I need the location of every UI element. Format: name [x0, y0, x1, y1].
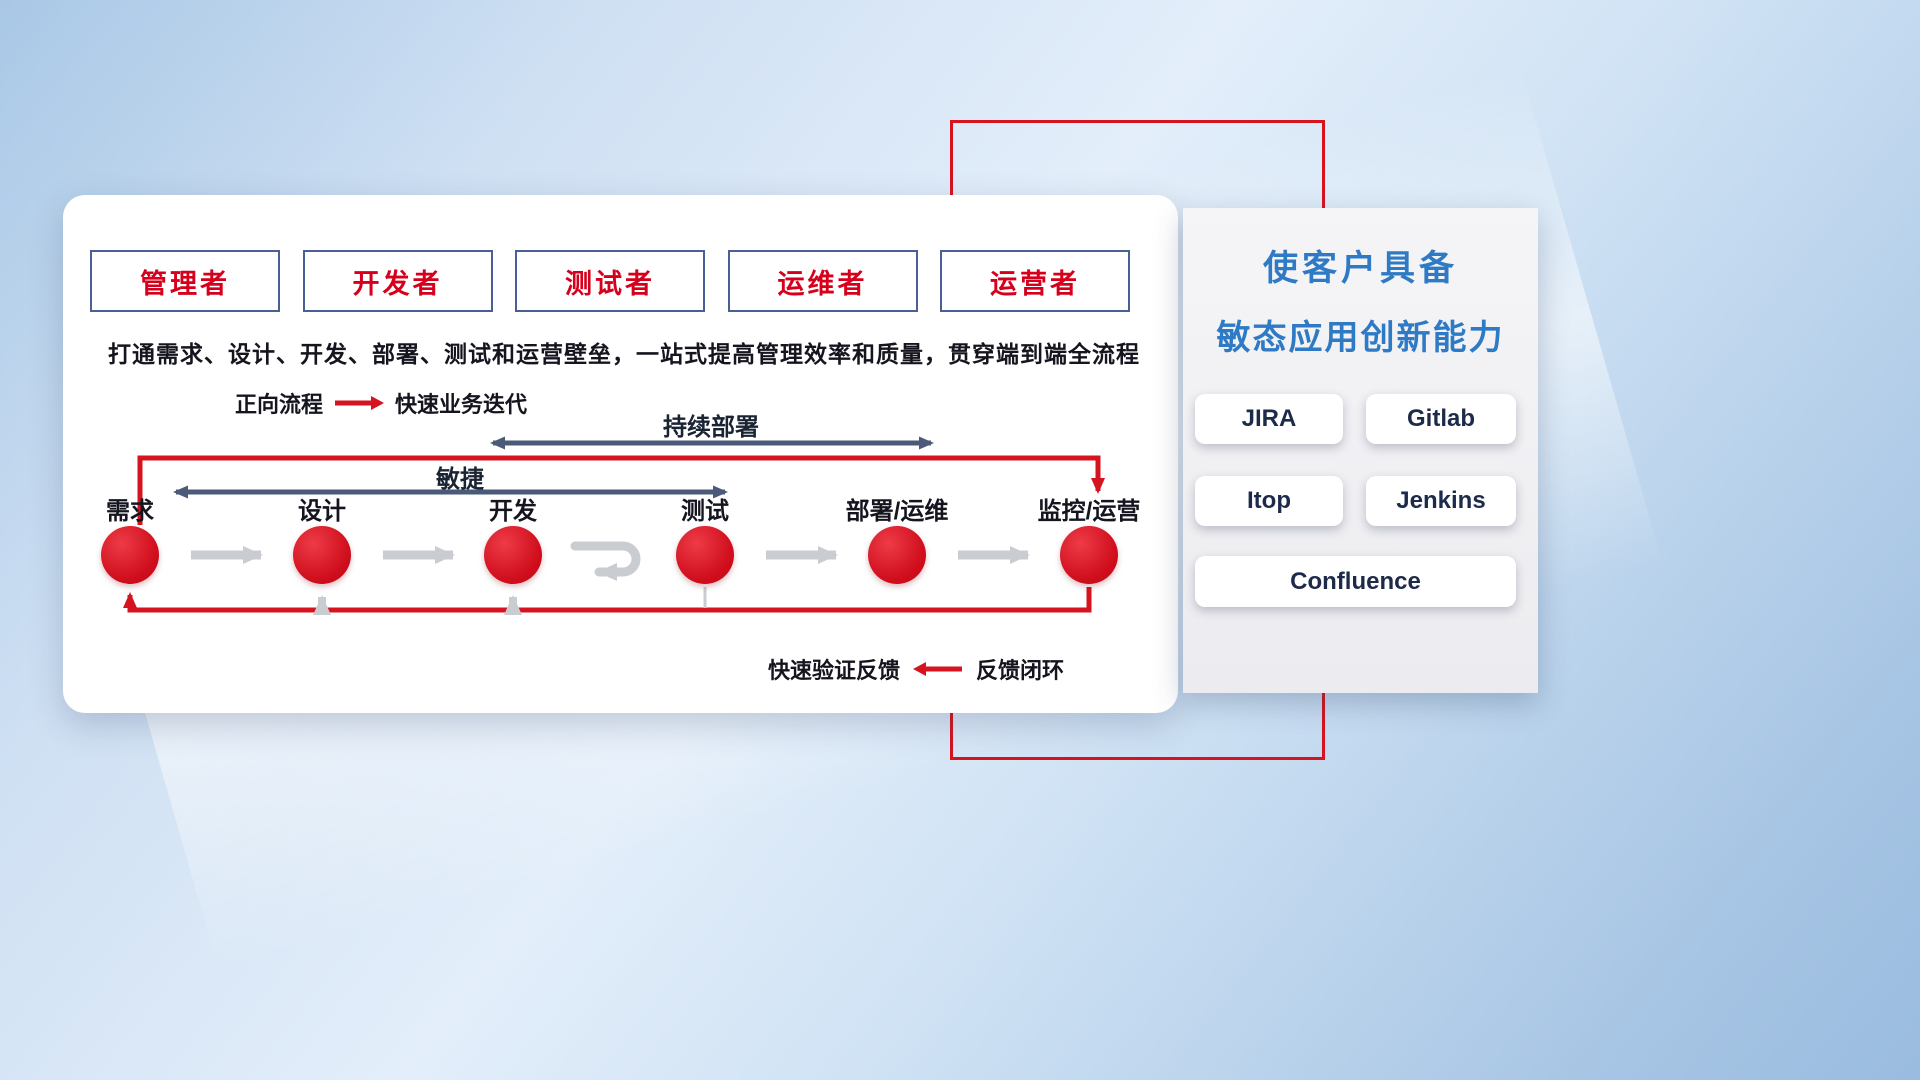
stage-node-develop: 开发 [443, 498, 583, 584]
feedback-loop-line [123, 587, 1092, 613]
role-label: 运维者 [777, 268, 868, 299]
forward-flow-label: 正向流程 [235, 392, 324, 417]
stage-circle [101, 526, 159, 584]
role-boxes-row: 管理者 开发者 测试者 运维者 运营者 [90, 250, 1130, 312]
tool-badge-itop: Itop [1195, 476, 1343, 526]
stage-circle [293, 526, 351, 584]
role-box-ops: 运维者 [727, 250, 918, 312]
stage-label: 需求 [106, 498, 154, 525]
panel-title-line2: 敏态应用创新能力 [1216, 319, 1505, 357]
feedback-arrow-icon [913, 662, 963, 676]
forward-loop-line [137, 455, 1105, 525]
stage-circle [1060, 526, 1118, 584]
tool-badge-gitlab: Gitlab [1366, 394, 1516, 444]
stage-node-deploy-ops: 部署/运维 [827, 498, 967, 584]
stage-circle [676, 526, 734, 584]
feedback-desc: 快速验证反馈 [768, 658, 901, 683]
stage-node-demand: 需求 [60, 498, 200, 584]
feedback-label: 反馈闭环 [976, 658, 1065, 683]
panel-title-line1: 使客户具备 [1262, 249, 1458, 288]
role-box-tester: 测试者 [515, 250, 705, 312]
stage-label: 测试 [681, 498, 729, 525]
stage-node-test: 测试 [635, 498, 775, 584]
stage-node-design: 设计 [252, 498, 392, 584]
forward-flow-legend: 正向流程 快速业务迭代 [235, 387, 527, 419]
role-label: 运营者 [990, 268, 1080, 299]
role-box-manager: 管理者 [90, 250, 280, 312]
stage-label: 部署/运维 [845, 498, 949, 525]
iteration-loop-icon [570, 541, 641, 581]
tool-badge-jira: JIRA [1195, 394, 1343, 444]
role-label: 管理者 [140, 268, 230, 299]
role-box-operator: 运营者 [940, 250, 1130, 312]
stage-label: 开发 [489, 498, 537, 525]
stage-circle [484, 526, 542, 584]
continuous-deployment-label: 持续部署 [663, 414, 759, 441]
capability-panel: 使客户具备 敏态应用创新能力 JIRA Gitlab Itop Jenkins … [1183, 208, 1538, 693]
forward-flow-desc: 快速业务迭代 [395, 392, 528, 417]
stage-label: 设计 [298, 498, 346, 525]
tool-badge-confluence: Confluence [1195, 556, 1516, 607]
flow-arrows-layer [123, 436, 1105, 615]
stage-label: 监控/运营 [1037, 498, 1141, 525]
tool-badge-jenkins: Jenkins [1366, 476, 1516, 526]
feedback-legend: 快速验证反馈 反馈闭环 [768, 653, 1064, 685]
role-box-developer: 开发者 [302, 250, 493, 312]
role-label: 测试者 [565, 268, 655, 299]
devops-flow-card: 管理者 开发者 测试者 运维者 运营者 打通需求、设计、开发、部署、测试和运营壁… [63, 195, 1178, 713]
forward-arrow-icon [335, 396, 385, 410]
role-label: 开发者 [352, 268, 443, 299]
stage-node-monitor-ops: 监控/运营 [1019, 498, 1159, 584]
agile-label: 敏捷 [436, 466, 484, 493]
description-text: 打通需求、设计、开发、部署、测试和运营壁垒，一站式提高管理效率和质量，贯穿端到端… [108, 341, 1140, 367]
stage-circle [868, 526, 926, 584]
